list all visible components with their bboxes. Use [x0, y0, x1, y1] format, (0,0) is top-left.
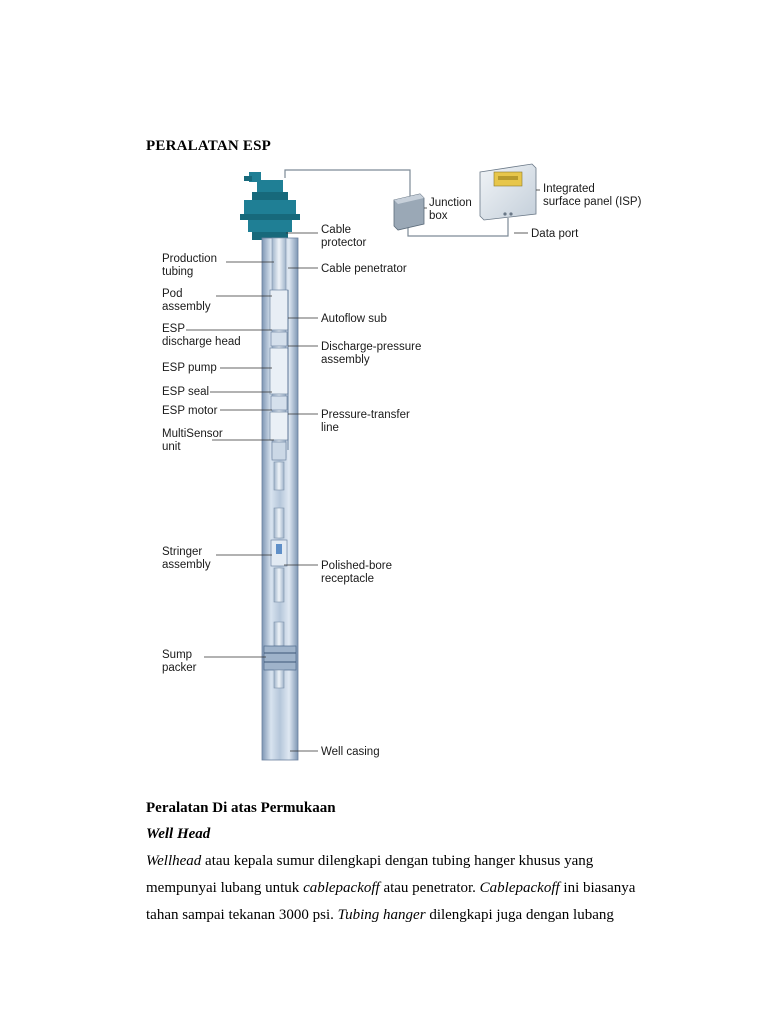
text-span: mempunyai lubang untuk: [146, 880, 304, 896]
label-polished-bore-1: Polished-bore: [321, 560, 392, 572]
label-esp-discharge-head-2: discharge head: [162, 336, 241, 348]
label-cable-protector-1: Cable: [321, 224, 351, 236]
label-cable-penetrator: Cable penetrator: [321, 263, 407, 275]
text-span: tahan sampai tekanan 3000 psi.: [146, 907, 338, 923]
label-multisensor-unit-2: unit: [162, 441, 181, 453]
paragraph-line-1: Wellhead atau kepala sumur dilengkapi de…: [146, 848, 666, 875]
label-sump-packer-2: packer: [162, 662, 197, 674]
label-pod-assembly-1: Pod: [162, 288, 182, 300]
label-polished-bore-2: receptacle: [321, 573, 374, 585]
label-cable-protector-2: protector: [321, 237, 367, 249]
paragraph-line-2: mempunyai lubang untuk cablepackoff atau…: [146, 875, 666, 902]
label-isp-2: surface panel (ISP): [543, 196, 642, 208]
text-span: atau penetrator.: [379, 880, 480, 896]
label-stringer-assembly-2: assembly: [162, 559, 211, 571]
label-esp-discharge-head-1: ESP: [162, 323, 185, 335]
label-junction-box-1: Junction: [429, 197, 472, 209]
label-autoflow-sub: Autoflow sub: [321, 313, 387, 325]
label-sump-packer-1: Sump: [162, 649, 192, 661]
label-isp-1: Integrated: [543, 183, 595, 195]
label-production-tubing-2: tubing: [162, 266, 193, 278]
label-pressure-transfer-2: line: [321, 422, 339, 434]
body-paragraph: Wellhead atau kepala sumur dilengkapi de…: [146, 848, 666, 929]
leader-lines-right: [284, 189, 540, 752]
leader-lines-left: [186, 261, 274, 658]
paragraph-line-3: tahan sampai tekanan 3000 psi. Tubing ha…: [146, 902, 666, 929]
label-junction-box-2: box: [429, 210, 448, 222]
label-discharge-pressure-2: assembly: [321, 354, 370, 366]
surface-panel: [479, 163, 537, 221]
label-discharge-pressure-1: Discharge-pressure: [321, 341, 421, 353]
label-pod-assembly-2: assembly: [162, 301, 211, 313]
sub-title: Well Head: [146, 826, 211, 842]
term-cablepackoff: cablepackoff: [303, 880, 380, 896]
label-esp-motor: ESP motor: [162, 405, 218, 417]
wellhead: [240, 172, 300, 240]
label-stringer-assembly-1: Stringer: [162, 546, 202, 558]
text-span: dilengkapi juga dengan lubang: [425, 907, 614, 923]
term-cablepackoff: Cablepackoff: [479, 880, 560, 896]
section-title: Peralatan Di atas Permukaan: [146, 800, 336, 816]
text-span: atau kepala sumur dilengkapi dengan tubi…: [201, 853, 594, 869]
label-pressure-transfer-1: Pressure-transfer: [321, 409, 410, 421]
label-esp-pump: ESP pump: [162, 362, 217, 374]
junction-box: [393, 193, 425, 231]
label-esp-seal: ESP seal: [162, 386, 209, 398]
esp-string: [263, 237, 297, 689]
page-heading: PERALATAN ESP: [146, 138, 271, 154]
term-wellhead: Wellhead: [146, 853, 202, 869]
label-production-tubing-1: Production: [162, 253, 217, 265]
surface-cable: [284, 169, 509, 237]
label-data-port: Data port: [531, 228, 579, 240]
text-span: ini biasanya: [559, 880, 636, 896]
label-multisensor-unit-1: MultiSensor: [162, 428, 223, 440]
term-tubing-hanger: Tubing hanger: [337, 907, 426, 923]
label-well-casing: Well casing: [321, 746, 380, 758]
